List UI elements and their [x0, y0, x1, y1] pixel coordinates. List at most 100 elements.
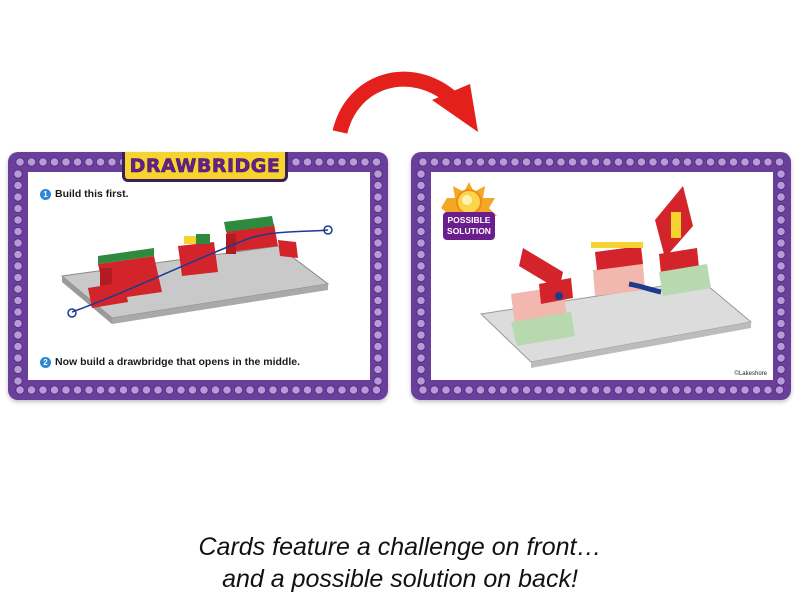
stud-frame — [13, 157, 383, 395]
stud — [776, 341, 786, 352]
stud — [72, 385, 83, 395]
stud — [199, 385, 209, 395]
stud — [373, 376, 383, 386]
stud — [314, 157, 324, 167]
stud — [373, 169, 383, 179]
sun-burst-icon — [441, 182, 497, 240]
stud — [416, 272, 426, 283]
caption-line-2: and a possible solution on back! — [222, 565, 578, 593]
stud — [95, 385, 106, 395]
stud — [774, 157, 785, 167]
stud — [740, 157, 750, 167]
badge-line-1: POSSIBLE — [447, 215, 491, 225]
stud — [13, 307, 23, 317]
stud — [373, 284, 383, 294]
stud — [694, 157, 704, 167]
stud — [373, 238, 383, 248]
stud — [751, 385, 762, 395]
stud — [118, 385, 129, 395]
stud — [776, 215, 786, 225]
stud — [84, 157, 94, 167]
stud — [130, 385, 140, 395]
step-1-number: 1 — [40, 188, 51, 200]
solution-card-back: POSSIBLE SOLUTION ©Lakeshore — [411, 152, 791, 400]
stud — [38, 157, 48, 167]
stud — [13, 249, 23, 260]
stud — [717, 385, 727, 395]
stud — [13, 341, 23, 352]
stud — [141, 385, 152, 395]
stud — [636, 157, 647, 167]
stud — [373, 318, 383, 329]
stud-frame — [416, 157, 786, 395]
stud — [15, 385, 25, 395]
stud — [373, 203, 383, 214]
stud — [776, 364, 786, 375]
stud — [776, 261, 786, 271]
stud — [776, 226, 786, 237]
stud — [15, 157, 25, 167]
stud — [648, 385, 658, 395]
stud — [475, 157, 486, 167]
stud — [256, 385, 267, 395]
stud — [268, 385, 278, 395]
step-2-number: 2 — [40, 356, 51, 368]
stud — [416, 261, 426, 271]
stud — [498, 385, 509, 395]
stud — [49, 385, 60, 395]
stud — [774, 385, 785, 395]
stud — [416, 203, 426, 214]
stud — [314, 385, 324, 395]
stud — [556, 385, 566, 395]
stud — [164, 385, 175, 395]
stud — [373, 330, 383, 340]
stud — [13, 318, 23, 329]
stud — [416, 330, 426, 340]
stud — [533, 385, 543, 395]
stud — [291, 157, 301, 167]
stud — [373, 180, 383, 191]
stud — [625, 157, 635, 167]
stud — [648, 157, 658, 167]
stud — [567, 157, 578, 167]
card-back-panel — [431, 172, 773, 380]
step-1: 1 Build this first. — [40, 188, 129, 200]
caption-line-1: Cards feature a challenge on front… — [198, 533, 602, 561]
solution-model-illustration — [479, 186, 753, 368]
stud — [348, 385, 359, 395]
stud — [740, 385, 750, 395]
stud — [533, 157, 543, 167]
stud — [348, 157, 359, 167]
stud — [776, 238, 786, 248]
stud — [38, 385, 48, 395]
stud — [498, 157, 509, 167]
stud — [452, 157, 463, 167]
stud — [49, 157, 60, 167]
stud — [373, 307, 383, 317]
stud — [416, 215, 426, 225]
stud — [728, 157, 739, 167]
stud — [373, 353, 383, 363]
stud — [373, 226, 383, 237]
badge-line-2: SOLUTION — [447, 226, 491, 236]
stud — [360, 157, 370, 167]
stud — [579, 157, 589, 167]
stud — [245, 385, 255, 395]
stud — [429, 385, 440, 395]
stud — [13, 238, 23, 248]
stud — [13, 169, 23, 179]
stud — [13, 353, 23, 363]
curved-arrow-icon — [332, 71, 478, 135]
stud — [567, 385, 578, 395]
stud — [556, 157, 566, 167]
stud — [416, 364, 426, 375]
stud — [13, 330, 23, 340]
stud — [416, 169, 426, 179]
challenge-card-front: DRAWBRIDGE 1 Build this first. 2 Now bui… — [8, 152, 388, 400]
stud — [579, 385, 589, 395]
stud — [416, 180, 426, 191]
stud — [107, 157, 117, 167]
stud — [429, 157, 440, 167]
stud — [416, 353, 426, 363]
card-front-panel — [28, 172, 370, 380]
